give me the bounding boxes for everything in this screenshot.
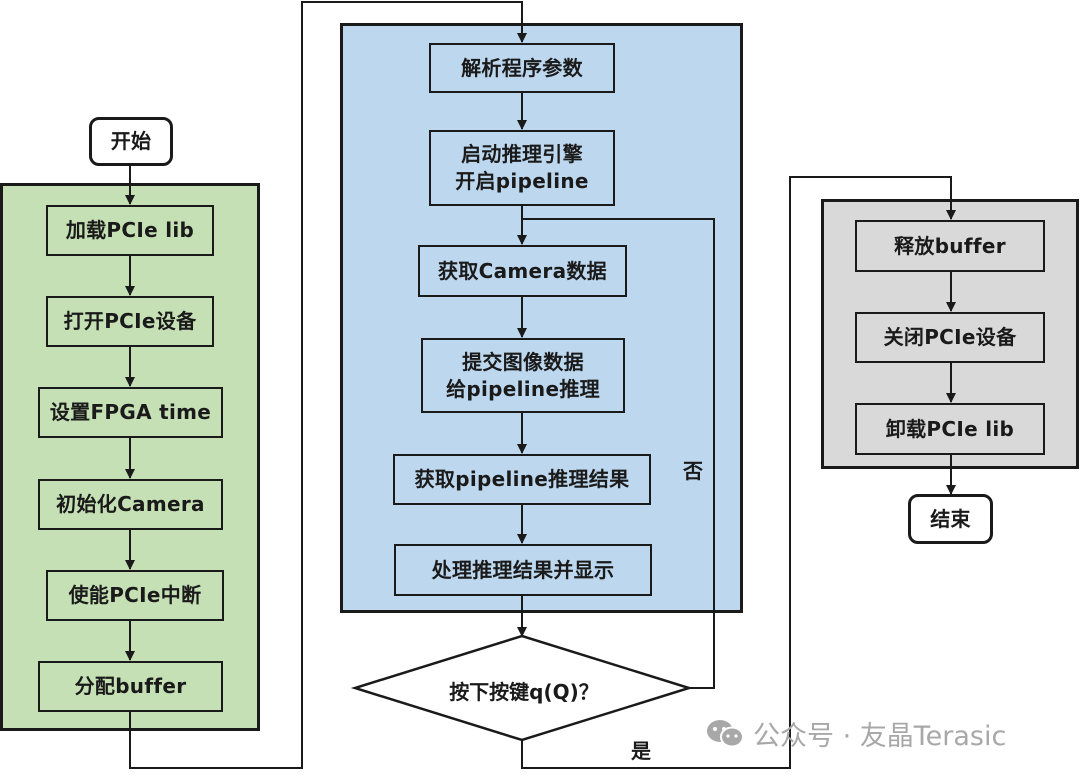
branch-yes-label: 是 <box>631 739 651 763</box>
step-submit-image-line1: 提交图像数据 <box>462 349 584 374</box>
end-terminal: 结束 <box>908 494 993 544</box>
step-start-engine: 启动推理引擎 开启pipeline <box>429 130 615 206</box>
arrow-yes-to-cleanup <box>521 176 956 769</box>
decision-label: 按下按键q(Q)？ <box>449 680 599 704</box>
step-set-fpga-time: 设置FPGA time <box>38 387 223 438</box>
wechat-icon <box>705 718 745 750</box>
step-release-buffer: 释放buffer <box>855 220 1045 272</box>
watermark: 公众号 · 友晶Terasic <box>705 714 1006 753</box>
main-loop-panel <box>340 23 743 613</box>
loop-back-line <box>522 218 715 689</box>
decision-diamond <box>350 634 694 742</box>
step-unload-pcie-lib: 卸载PCIe lib <box>855 403 1045 455</box>
step-load-pcie-lib: 加载PCIe lib <box>46 205 214 256</box>
step-parse-args: 解析程序参数 <box>429 43 615 93</box>
step-init-camera: 初始化Camera <box>38 479 223 530</box>
start-terminal: 开始 <box>89 117 173 166</box>
step-enable-pcie-interrupt: 使能PCIe中断 <box>46 570 224 621</box>
step-close-pcie-device: 关闭PCIe设备 <box>855 312 1045 363</box>
step-get-camera-data: 获取Camera数据 <box>418 245 627 297</box>
step-allocate-buffer: 分配buffer <box>38 661 223 712</box>
step-start-engine-line2: 开启pipeline <box>455 169 589 193</box>
watermark-text: 公众号 · 友晶Terasic <box>753 721 1007 752</box>
step-submit-image: 提交图像数据 给pipeline推理 <box>421 338 625 413</box>
step-process-and-display: 处理推理结果并显示 <box>394 544 652 596</box>
arrow-init-to-main <box>129 1 527 769</box>
step-get-inference-result: 获取pipeline推理结果 <box>393 454 651 505</box>
step-open-pcie-device: 打开PCIe设备 <box>46 296 214 347</box>
step-start-engine-line1: 启动推理引擎 <box>461 142 583 166</box>
branch-no-label: 否 <box>683 459 703 483</box>
step-submit-image-line2: 给pipeline推理 <box>446 376 600 401</box>
